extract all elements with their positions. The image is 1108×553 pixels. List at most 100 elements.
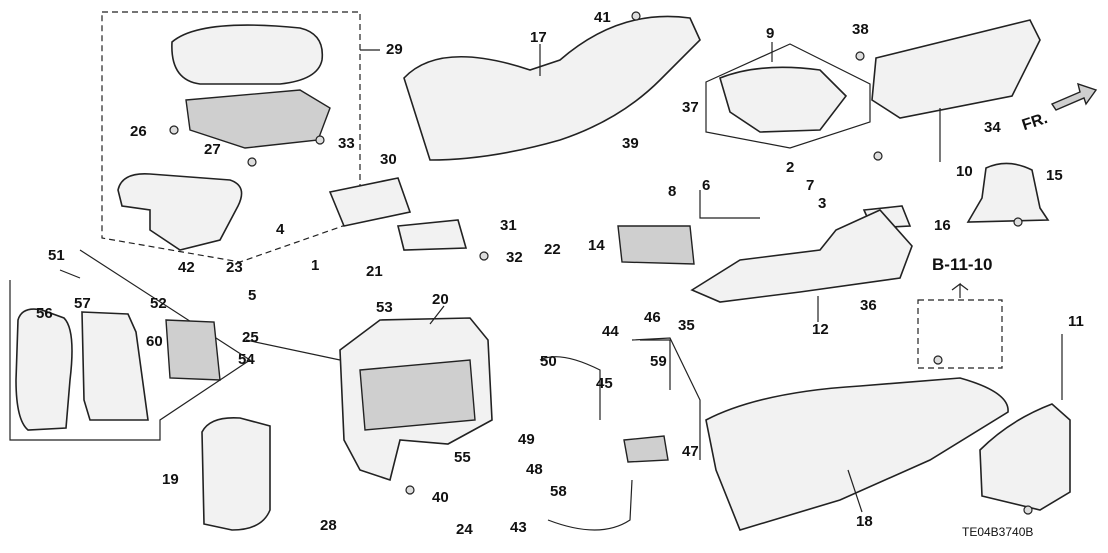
part-label-10: 10: [956, 163, 973, 180]
part-label-19: 19: [162, 471, 179, 488]
reference-arrow: [951, 282, 969, 298]
leader-18: [847, 469, 863, 513]
leader-20: [429, 305, 445, 325]
part-label-52: 52: [150, 295, 167, 312]
fr-arrow: [1050, 82, 1098, 111]
center-panel: [690, 209, 913, 303]
part-label-40: 40: [432, 489, 449, 506]
part-label-39: 39: [622, 135, 639, 152]
armrest-lid: [171, 24, 324, 85]
part-label-8: 8: [668, 183, 677, 200]
part-label-3: 3: [818, 195, 827, 212]
console-body-ribs: [359, 359, 476, 431]
part-label-7: 7: [806, 177, 815, 194]
part-label-49: 49: [518, 431, 535, 448]
part-label-22: 22: [544, 241, 561, 258]
part-label-9: 9: [766, 25, 775, 42]
tray: [328, 177, 412, 227]
reference-outline: [917, 299, 1003, 369]
leader-46: [640, 339, 671, 390]
tray-mat: [396, 219, 468, 251]
side-pad: [15, 308, 73, 431]
part-label-42: 42: [178, 259, 195, 276]
bolt-d: [479, 251, 489, 261]
diagram-code: TE04B3740B: [962, 525, 1034, 539]
armrest-hinge-block: [185, 89, 331, 149]
bolt-b: [315, 135, 325, 145]
part-label-2: 2: [786, 159, 795, 176]
bolt-a: [169, 125, 179, 135]
part-label-57: 57: [74, 295, 91, 312]
part-label-15: 15: [1046, 167, 1063, 184]
shift-boot: [966, 162, 1050, 223]
part-label-28: 28: [320, 517, 337, 534]
part-label-12: 12: [812, 321, 829, 338]
cupholder: [719, 66, 848, 133]
part-label-18: 18: [856, 513, 873, 530]
part-label-33: 33: [338, 135, 355, 152]
armrest-group-outline: [101, 11, 361, 263]
bolt-k: [405, 485, 415, 495]
part-label-45: 45: [596, 375, 613, 392]
bolt-h: [933, 355, 943, 365]
leader-51: [59, 269, 81, 279]
front-cover: [979, 403, 1071, 511]
reference-code: B-11-10: [932, 255, 993, 274]
side-bracket: [81, 311, 149, 421]
module-unit: [623, 435, 669, 463]
part-label-20: 20: [432, 291, 449, 308]
part-label-37: 37: [682, 99, 699, 116]
switch-panel: [617, 225, 695, 265]
part-label-31: 31: [500, 217, 517, 234]
bolt-i: [1023, 505, 1033, 515]
part-label-56: 56: [36, 305, 53, 322]
part-label-17: 17: [530, 29, 547, 46]
leader-8: [699, 190, 760, 219]
part-label-29: 29: [386, 41, 403, 58]
part-label-60: 60: [146, 333, 163, 350]
part-label-35: 35: [678, 317, 695, 334]
upper-garnish: [403, 15, 701, 161]
bolt-e: [631, 11, 641, 21]
module-outline: [631, 337, 701, 460]
side-mount-plate: [165, 319, 221, 381]
part-label-26: 26: [130, 123, 147, 140]
cable-rod: [245, 339, 341, 361]
part-label-23: 23: [226, 259, 243, 276]
part-label-47: 47: [682, 443, 699, 460]
part-label-27: 27: [204, 141, 221, 158]
part-label-50: 50: [540, 353, 557, 370]
part-label-6: 6: [702, 177, 711, 194]
part-label-16: 16: [934, 217, 951, 234]
part-label-21: 21: [366, 263, 383, 280]
part-label-44: 44: [602, 323, 619, 340]
part-label-46: 46: [644, 309, 661, 326]
bolt-g: [1013, 217, 1023, 227]
part-label-54: 54: [238, 351, 255, 368]
left-panel-group-outline: [9, 249, 252, 441]
part-label-34: 34: [984, 119, 1001, 136]
harness-44: [539, 356, 601, 420]
part-label-36: 36: [860, 297, 877, 314]
part-label-43: 43: [510, 519, 527, 536]
part-label-53: 53: [376, 299, 393, 316]
part-label-41: 41: [594, 9, 611, 26]
part-label-25: 25: [242, 329, 259, 346]
part-label-58: 58: [550, 483, 567, 500]
cupholder-group-outline: [705, 43, 871, 149]
part-label-11: 11: [1068, 313, 1084, 330]
bolt-j: [855, 51, 865, 61]
bolt-f: [873, 151, 883, 161]
part-label-24: 24: [456, 521, 473, 538]
part-label-59: 59: [650, 353, 667, 370]
part-label-5: 5: [248, 287, 257, 304]
lower-side-pad: [201, 416, 271, 531]
part-label-48: 48: [526, 461, 543, 478]
part-label-32: 32: [506, 249, 523, 266]
part-label-55: 55: [454, 449, 471, 466]
harness-43: [547, 479, 633, 531]
part-label-14: 14: [588, 237, 605, 254]
front-side-panel: [705, 377, 1009, 531]
bolt-c: [247, 157, 257, 167]
part-label-4: 4: [276, 221, 285, 238]
